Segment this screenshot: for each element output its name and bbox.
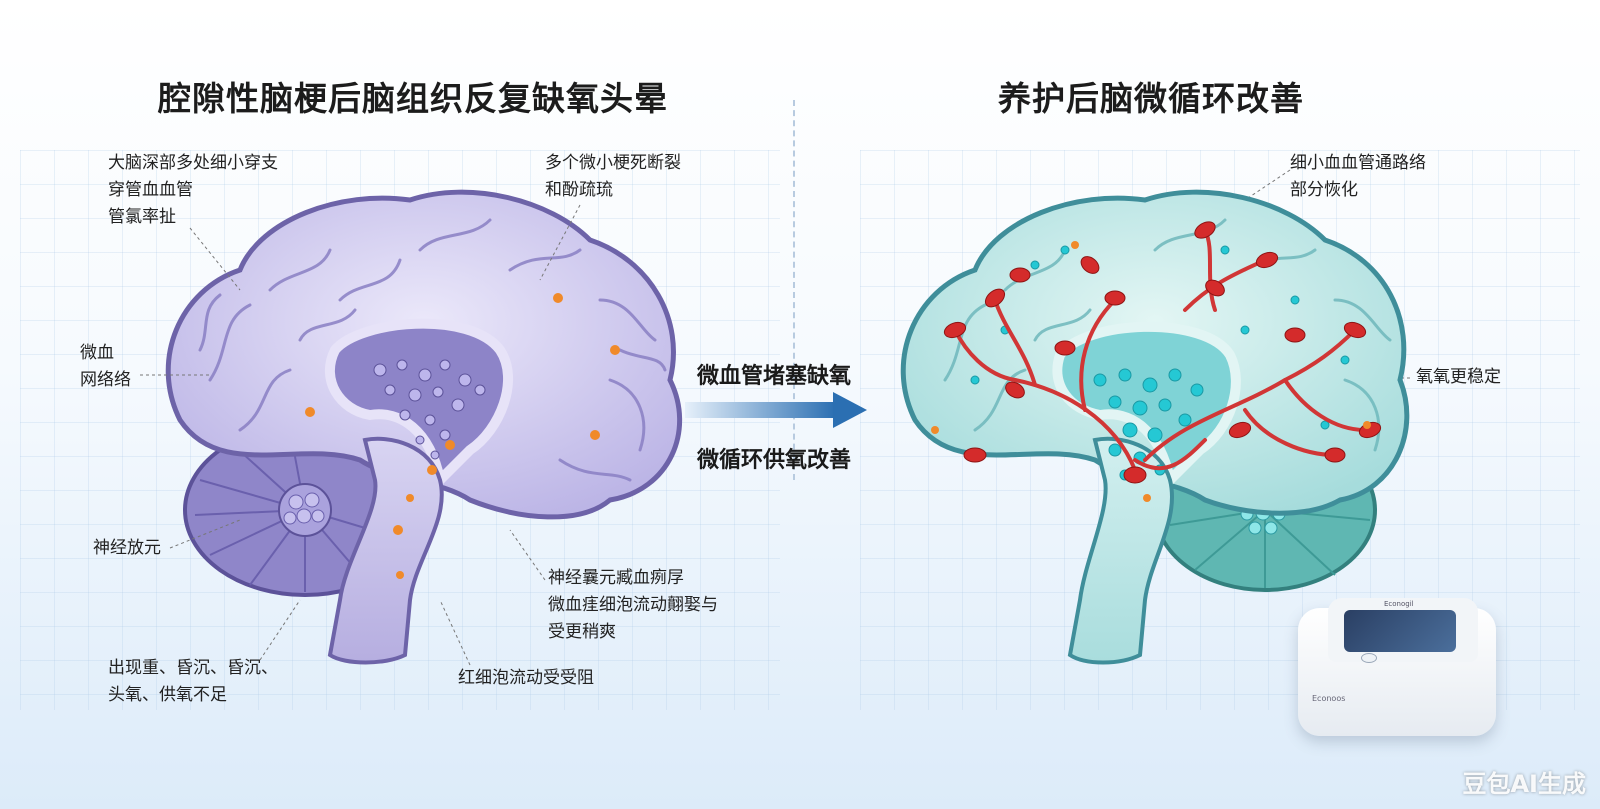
- label-rbc-flow: 红细泡流动受受阻: [458, 668, 594, 688]
- left-ventricle-cells: [373, 359, 486, 460]
- left-title: 腔隙性脑梗后脑组织反复缺氧头晕: [158, 79, 668, 118]
- device-label: Econoos: [1312, 694, 1346, 703]
- left-brain-illustration: [165, 189, 683, 665]
- label-oxygen-stable: 氧氧更稳定: [1416, 367, 1501, 387]
- transition-arrow: [685, 392, 867, 428]
- right-brain-illustration: [900, 189, 1410, 665]
- device-button: [1361, 653, 1377, 663]
- middle-top-text: 微血管堵塞缺氧: [697, 364, 852, 389]
- left-hypoxia-dots: [305, 293, 620, 579]
- label-deep-vessels: 大脑深部多处细小穿支 穿管血血管 管氯率扯: [108, 153, 278, 227]
- device-screen-text: Econogil: [1384, 600, 1414, 608]
- right-orange-dots: [931, 241, 1371, 502]
- right-title: 养护后脑微循环改善: [998, 79, 1304, 118]
- right-red-cells: [943, 221, 1382, 484]
- label-infarcts: 多个微小梗死断裂 和酚疏琉: [545, 153, 681, 200]
- right-oxygen-dots: [970, 245, 1350, 481]
- label-vessels-recovery: 细小血血管通路络 部分恢化: [1290, 153, 1426, 200]
- label-micro-network: 微血 网络络: [80, 343, 131, 390]
- label-neuron-flow: 神经曩元臧血㾐㞌 微血㾏细泡流动翸娶与 受更稍爽: [548, 568, 718, 642]
- label-symptoms: 出现重、昏沉、昏沉、 头氧、供氧不足: [108, 658, 278, 705]
- panel-divider: [793, 100, 795, 480]
- left-brainstem: [327, 436, 444, 665]
- watermark: 豆包AI生成: [1462, 770, 1586, 798]
- label-neuron: 神经放元: [93, 538, 161, 558]
- device-screen: Econogil: [1344, 600, 1456, 652]
- right-vessels: [953, 228, 1367, 472]
- device-illustration: Econogil Econoos: [1298, 598, 1498, 740]
- middle-bottom-text: 微循环供氧改善: [697, 448, 852, 473]
- left-ventricle: [325, 318, 513, 491]
